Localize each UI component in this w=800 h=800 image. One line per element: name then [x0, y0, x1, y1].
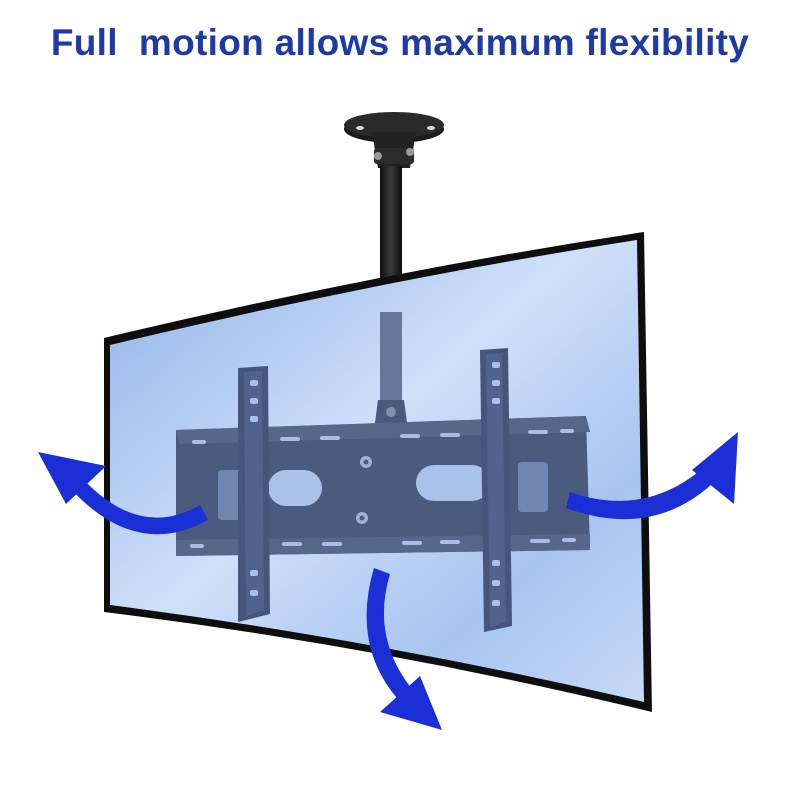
tilt-arrow-down [366, 568, 442, 730]
headline: Full motion allows maximum flexibility [50, 22, 750, 63]
swivel-arrow-left [38, 452, 208, 535]
ceiling-plate [344, 112, 444, 168]
swivel-arrow-right [566, 432, 738, 520]
tv-bracket [176, 348, 590, 632]
